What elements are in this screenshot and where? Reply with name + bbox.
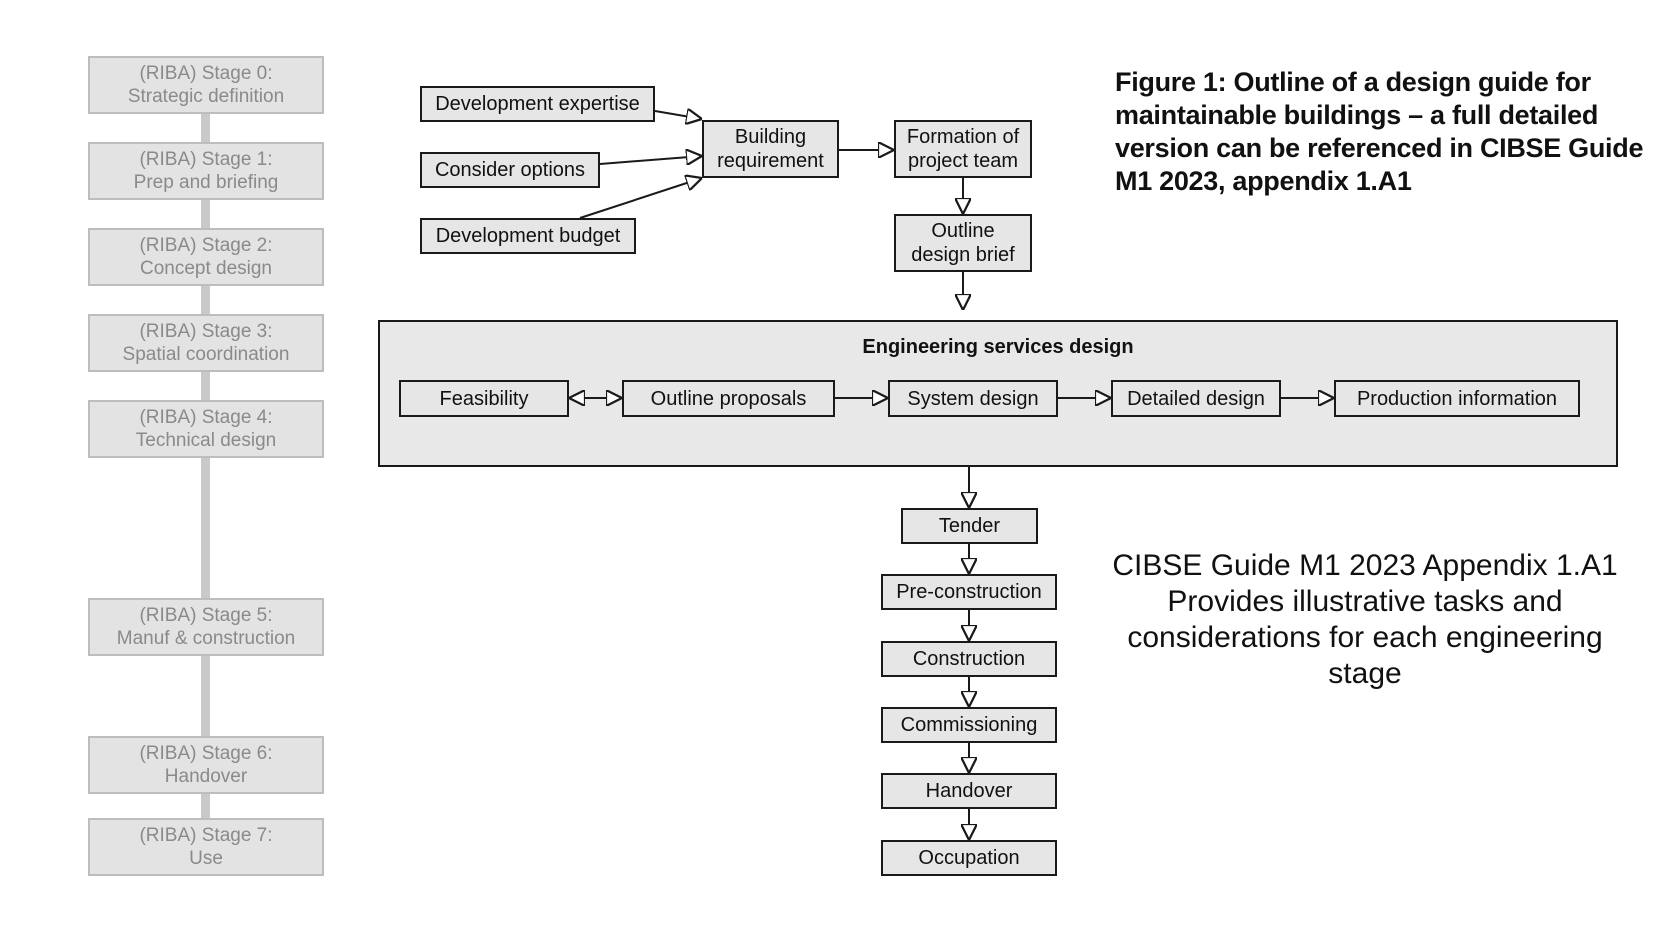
step-handover: Handover	[881, 773, 1057, 809]
arrow-options-to-requirement	[599, 156, 702, 164]
step-outline-proposals-label: Outline proposals	[650, 387, 807, 410]
step-occupation-label: Occupation	[918, 847, 1020, 869]
step-system-design-label: System design	[907, 387, 1039, 410]
riba-stage-1-title: (RIBA) Stage 1:	[139, 149, 273, 170]
step-detailed-design: Detailed design	[1111, 380, 1281, 417]
riba-stage-1: (RIBA) Stage 1:Prep and briefing	[88, 142, 324, 200]
step-feasibility: Feasibility	[399, 380, 569, 417]
riba-stage-5: (RIBA) Stage 5:Manuf & construction	[88, 598, 324, 656]
engineering-services-title: Engineering services design	[862, 336, 1134, 358]
step-tender-label: Tender	[938, 515, 1001, 537]
consider-options-box: Consider options	[420, 152, 600, 188]
step-occupation: Occupation	[881, 840, 1057, 876]
riba-stage-4: (RIBA) Stage 4:Technical design	[88, 400, 324, 458]
step-outline-proposals: Outline proposals	[622, 380, 835, 417]
project-team-line2: project team	[907, 150, 1019, 172]
step-detailed-design-label: Detailed design	[1127, 387, 1265, 410]
consider-options-label: Consider options	[434, 159, 586, 181]
riba-stage-5-name: Manuf & construction	[116, 628, 296, 649]
riba-stage-6-name: Handover	[164, 766, 248, 787]
riba-stage-0: (RIBA) Stage 0:Strategic definition	[88, 56, 324, 114]
building-requirement-line2: requirement	[717, 150, 824, 172]
riba-stage-7-name: Use	[189, 848, 223, 869]
riba-stage-3-title: (RIBA) Stage 3:	[139, 321, 273, 342]
riba-stage-2-name: Concept design	[139, 258, 273, 279]
development-budget-label: Development budget	[435, 225, 621, 247]
riba-stage-3: (RIBA) Stage 3:Spatial coordination	[88, 314, 324, 372]
step-production-information: Production information	[1334, 380, 1580, 417]
design-brief-line2: design brief	[911, 244, 1015, 266]
step-commissioning-label: Commissioning	[900, 714, 1038, 736]
riba-stage-6: (RIBA) Stage 6:Handover	[88, 736, 324, 794]
step-production-information-label: Production information	[1356, 387, 1558, 410]
arrow-budget-to-requirement	[579, 178, 702, 219]
arrow-expertise-to-requirement	[654, 111, 702, 119]
step-system-design: System design	[888, 380, 1058, 417]
design-brief-line1: Outline	[931, 220, 995, 242]
riba-stage-0-name: Strategic definition	[127, 86, 285, 107]
riba-stage-7-title: (RIBA) Stage 7:	[139, 825, 273, 846]
figure-caption: Figure 1: Outline of a design guide for …	[1115, 67, 1644, 196]
riba-stage-4-name: Technical design	[135, 430, 277, 451]
riba-stage-4-title: (RIBA) Stage 4:	[139, 407, 273, 428]
step-construction: Construction	[881, 641, 1057, 677]
riba-stage-6-title: (RIBA) Stage 6:	[139, 743, 273, 764]
riba-stage-0-title: (RIBA) Stage 0:	[139, 63, 273, 84]
step-tender: Tender	[901, 508, 1038, 544]
project-team-line1: Formation of	[906, 126, 1020, 148]
riba-stage-5-title: (RIBA) Stage 5:	[139, 605, 273, 626]
riba-stage-7: (RIBA) Stage 7:Use	[88, 818, 324, 876]
riba-stage-3-name: Spatial coordination	[122, 344, 290, 365]
development-budget-box: Development budget	[420, 218, 636, 254]
development-expertise-label: Development expertise	[435, 93, 640, 115]
riba-stage-2: (RIBA) Stage 2:Concept design	[88, 228, 324, 286]
step-commissioning: Commissioning	[881, 707, 1057, 743]
step-feasibility-label: Feasibility	[439, 387, 529, 410]
step-pre-construction: Pre-construction	[881, 574, 1057, 610]
appendix-note: CIBSE Guide M1 2023 Appendix 1.A1 Provid…	[1112, 549, 1618, 690]
development-expertise-box: Development expertise	[420, 86, 655, 122]
riba-stage-2-title: (RIBA) Stage 2:	[139, 235, 273, 256]
step-pre-construction-label: Pre-construction	[896, 581, 1042, 603]
riba-stage-1-name: Prep and briefing	[133, 172, 279, 193]
step-construction-label: Construction	[912, 648, 1026, 670]
riba-stage-spine	[201, 80, 210, 850]
step-handover-label: Handover	[925, 780, 1013, 802]
building-requirement-line1: Building	[734, 126, 807, 148]
